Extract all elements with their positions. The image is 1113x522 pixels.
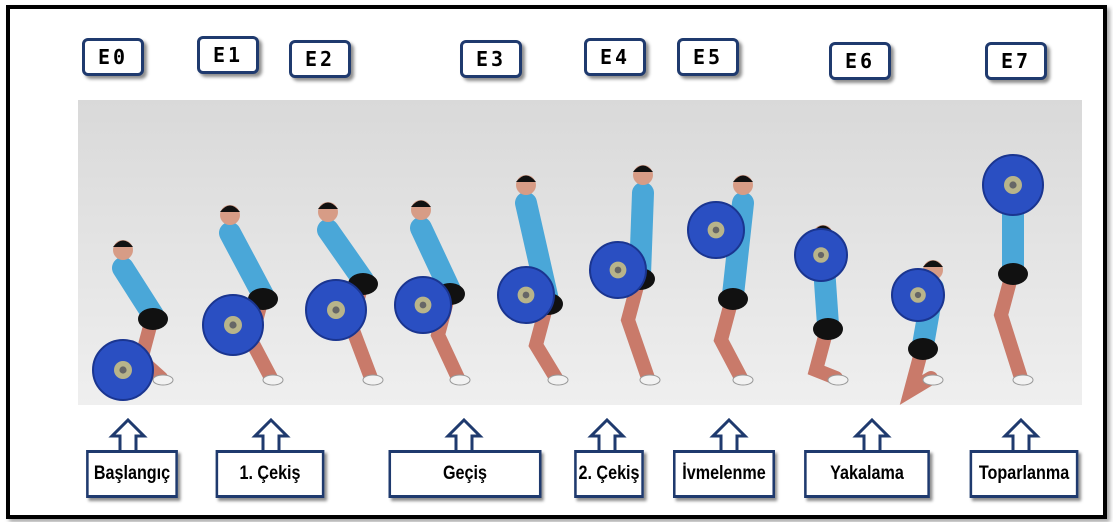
phase-label-catch: Yakalama [804,450,930,498]
snatch-sequence-photo [78,100,1082,405]
up-arrow-icon [108,418,148,454]
up-arrow-icon [1001,418,1041,454]
up-arrow-icon [852,418,892,454]
phase-label-first-pull: 1. Çekiş [216,450,325,498]
stage-label-e6: E6 [829,42,891,80]
stage-label-e1: E1 [197,36,259,74]
stage-label-e7: E7 [985,42,1047,80]
phase-label-second-pull: 2. Çekiş [574,450,644,498]
up-arrow-icon [444,418,484,454]
phase-label-acceleration: İvmelenme [673,450,775,498]
stage-label-e4: E4 [584,38,646,76]
up-arrow-icon [709,418,749,454]
stage-label-e5: E5 [677,38,739,76]
phase-label-start: Başlangıç [86,450,178,498]
phase-label-transition: Geçiş [389,450,542,498]
phase-label-recovery: Toparlanma [970,450,1079,498]
stage-label-e2: E2 [289,40,351,78]
stage-label-e0: E0 [82,38,144,76]
up-arrow-icon [251,418,291,454]
up-arrow-icon [587,418,627,454]
stage-label-e3: E3 [460,40,522,78]
